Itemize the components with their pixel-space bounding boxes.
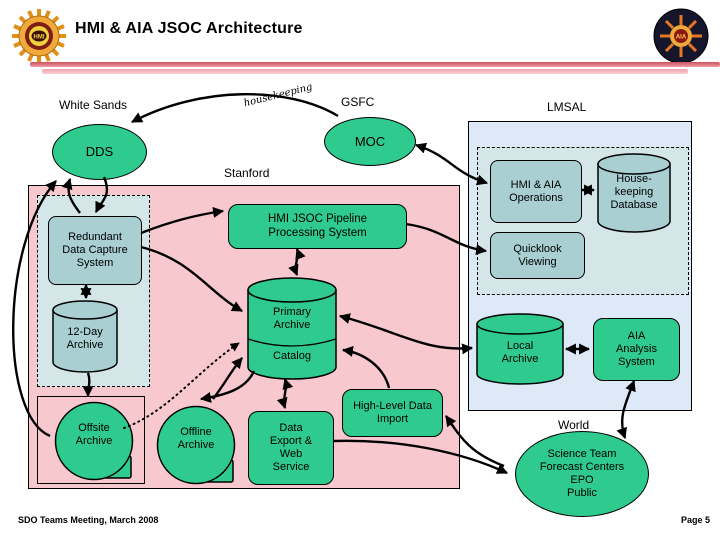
node-12-day-archive: 12-Day Archive (52, 300, 118, 373)
footer-page-number: Page 5 (681, 515, 711, 525)
label-world: World (558, 418, 590, 432)
node-local-archive: Local Archive (476, 313, 564, 385)
node-12-day-archive-label: 12-Day Archive (66, 326, 104, 351)
node-offsite-archive: Offsite Archive (53, 400, 139, 484)
node-quicklook-viewing-label: Quicklook Viewing (513, 242, 562, 268)
node-world-audiences: Science Team Forecast Centers EPO Public (515, 431, 649, 517)
label-lmsal: LMSAL (547, 100, 587, 114)
node-hmi-aia-operations: HMI & AIA Operations (490, 160, 582, 223)
hmi-logo-text: HMI (34, 35, 45, 41)
node-quicklook-viewing: Quicklook Viewing (490, 232, 585, 279)
node-hmi-aia-operations-label: HMI & AIA Operations (509, 178, 563, 204)
aia-logo: AIA (653, 8, 709, 64)
label-gsfc: GSFC (341, 95, 375, 109)
node-moc-label: MOC (354, 133, 386, 149)
node-catalog-label: Catalog (273, 350, 311, 362)
node-offline-archive-label: Offline Archive (177, 426, 215, 451)
label-white-sands: White Sands (59, 98, 128, 112)
node-moc: MOC (324, 117, 416, 166)
node-housekeeping-database-label: House-keeping Database (610, 173, 658, 211)
node-aia-analysis-system: AIA Analysis System (593, 318, 680, 381)
node-rdcs-label: Redundant Data Capture System (62, 231, 128, 269)
node-primary-archive-label: Primary Archive (273, 306, 311, 331)
node-data-export-label: Data Export & Web Service (269, 422, 313, 473)
node-pipeline: HMI JSOC Pipeline Processing System (228, 204, 407, 249)
aia-logo-text: AIA (676, 35, 687, 41)
aia-logo-rays (660, 15, 702, 57)
node-dds-label: DDS (85, 144, 114, 160)
label-stanford: Stanford (224, 166, 270, 180)
node-data-export-web-service: Data Export & Web Service (248, 411, 334, 485)
footer-left: SDO Teams Meeting, March 2008 (18, 515, 159, 525)
label-housekeeping-edge: housekeeping (242, 81, 314, 110)
node-aia-analysis-system-label: AIA Analysis System (616, 330, 657, 368)
arrow-moc-to-dds-housekeeping (131, 93, 339, 124)
node-offsite-archive-label: Offsite Archive (75, 422, 113, 447)
title-underline-bar-2 (42, 69, 688, 74)
page-title: HMI & AIA JSOC Architecture (75, 20, 303, 37)
title-underline-bar-1 (30, 62, 720, 67)
node-world-audiences-label: Science Team Forecast Centers EPO Public (539, 448, 625, 499)
node-high-level-data-import-label: High-Level Data Import (353, 400, 432, 425)
node-pipeline-label: HMI JSOC Pipeline Processing System (267, 212, 368, 239)
node-primary-archive-catalog: Primary Archive Catalog (247, 277, 337, 380)
node-housekeeping-database: House-keeping Database (597, 153, 671, 233)
node-dds: DDS (52, 124, 147, 180)
node-offline-archive: Offline Archive (155, 404, 241, 488)
node-local-archive-label: Local Archive (501, 340, 539, 365)
node-redundant-data-capture-system: Redundant Data Capture System (48, 216, 142, 285)
node-high-level-data-import: High-Level Data Import (342, 389, 443, 437)
hmi-logo: HMI (12, 9, 66, 63)
